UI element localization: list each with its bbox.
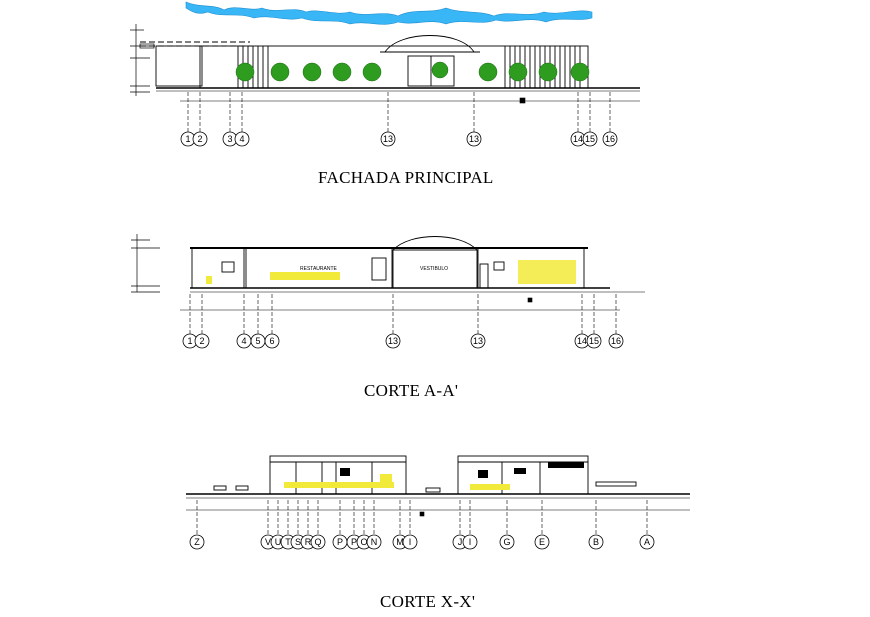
grid-axis-label: A	[644, 537, 650, 547]
grid-axis-bubble	[586, 333, 602, 349]
corte-aa-section: RESTAURANTE VESTIBULO	[131, 234, 645, 311]
grid-axis-bubble	[588, 534, 604, 550]
corte-xx-section	[186, 455, 690, 517]
grid-axis-label: J	[458, 537, 463, 547]
grid-axis-label: 15	[585, 134, 595, 144]
sky-clouds	[185, 1, 593, 25]
grid-axis-label: 13	[469, 134, 479, 144]
room-label-vestibulo: VESTIBULO	[420, 266, 448, 272]
grid-axis-label: 1	[185, 134, 190, 144]
grid-axis-label: S	[295, 537, 301, 547]
grid-axis-label: 4	[239, 134, 244, 144]
title-corte-aa: CORTE A-A'	[364, 381, 459, 400]
grid-axis-label: Z	[194, 537, 200, 547]
grid-axis-label: 2	[199, 336, 204, 346]
grid-axis-bubble	[234, 131, 250, 147]
room-label-restaurante: RESTAURANTE	[300, 266, 338, 272]
grid-axis-bubble	[608, 333, 624, 349]
section-left-block	[191, 247, 245, 289]
xx-furniture-yellow	[284, 474, 510, 490]
grid-axis-bubble	[470, 333, 486, 349]
grid-axis-label: 13	[388, 336, 398, 346]
dome-roof	[384, 35, 475, 53]
grid-axis-label: 3	[227, 134, 232, 144]
grid-axis-label: P	[337, 537, 343, 547]
grid-axis-bubble	[639, 534, 655, 550]
fachada-principal-elevation	[130, 1, 640, 104]
grid-axis-label: 4	[241, 336, 246, 346]
section-dimension-line	[180, 297, 620, 311]
grid-axis-label: I	[409, 537, 412, 547]
grid-axis-bubble	[582, 131, 598, 147]
grid-axis-label: N	[371, 537, 378, 547]
grid-axis-bubble	[466, 131, 482, 147]
grid-axis-label: 2	[197, 134, 202, 144]
grid-axis-label: 16	[611, 336, 621, 346]
level-dimension-left-2	[131, 234, 160, 293]
restaurant-furniture	[206, 272, 340, 284]
grid-axis-bubble	[385, 333, 401, 349]
grid-axis-bubble	[534, 534, 550, 550]
grid-axis-label: U	[275, 537, 282, 547]
grid-axis-bubble	[366, 534, 382, 550]
grid-axis-label: 6	[269, 336, 274, 346]
grid-axis-bubble	[310, 534, 326, 550]
grid-axis-label: O	[360, 537, 367, 547]
grid-axis-label: 14	[573, 134, 583, 144]
grid-axis-label: 14	[577, 336, 587, 346]
grid-axis-label: T	[285, 537, 291, 547]
grid-axis-label: E	[539, 537, 545, 547]
grid-axis-label: 15	[589, 336, 599, 346]
facade-trees	[235, 61, 590, 82]
grid-axis-label: 13	[383, 134, 393, 144]
grid-axis-bubble	[602, 131, 618, 147]
grid-axis-bubble	[264, 333, 280, 349]
xx-dimension-line	[186, 509, 690, 517]
grid-axis-label: R	[305, 537, 312, 547]
grid-axis-label: Q	[314, 537, 321, 547]
title-corte-xx: CORTE X-X'	[380, 592, 476, 611]
grid-axis-bubble	[192, 131, 208, 147]
grid-axis-label: 1	[187, 336, 192, 346]
grid-axis-label: I	[469, 537, 472, 547]
grid-axis-bubble	[462, 534, 478, 550]
grid-axis-bubble	[189, 534, 205, 550]
xx-furniture-dark	[340, 462, 584, 478]
grid-axis-bubble	[194, 333, 210, 349]
left-volume	[155, 45, 203, 87]
facade-dimension-line	[180, 97, 640, 104]
level-dimension-left	[130, 24, 155, 96]
grid-axis-bubble	[380, 131, 396, 147]
grid-axis-label: 16	[605, 134, 615, 144]
title-fachada-principal: FACHADA PRINCIPAL	[318, 168, 494, 187]
grid-axis-label: 5	[255, 336, 260, 346]
grid-axis-label: M	[396, 537, 404, 547]
grid-axis-label: 13	[473, 336, 483, 346]
grid-axis-label: B	[593, 537, 599, 547]
section-dome	[392, 236, 478, 251]
grid-axis-label: V	[265, 537, 271, 547]
grid-axis-label: P	[351, 537, 357, 547]
grid-axis-bubble	[402, 534, 418, 550]
kitchen-fill	[518, 260, 576, 284]
grid-axis-bubble	[499, 534, 515, 550]
grid-axis-label: G	[503, 537, 510, 547]
